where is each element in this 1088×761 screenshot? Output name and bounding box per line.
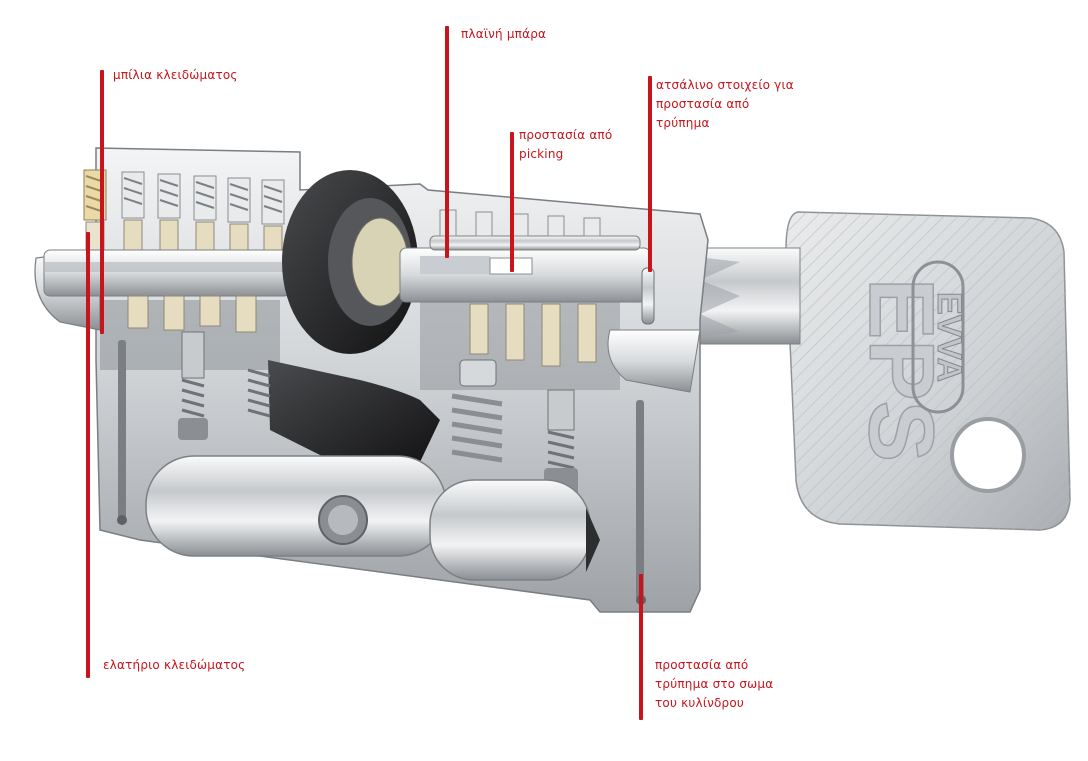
side-bar-part: [429, 235, 641, 251]
bottom-pins-left: [127, 295, 257, 333]
spring-assembly: [178, 331, 208, 440]
callout-line-anti-pick: [510, 132, 514, 272]
callout-line-side-bar: [445, 26, 449, 258]
key-brand-badge: EVVA: [930, 292, 968, 382]
steel-insert-part: [641, 267, 655, 325]
pin-row-right: [439, 209, 601, 237]
key-brand-vertical: EPS: [850, 278, 952, 462]
callout-line-body-protect: [639, 574, 643, 720]
body-groove-right: [636, 400, 644, 600]
key: EPS EVVA: [785, 211, 1071, 531]
callout-label-steel-insert: ατσάλινο στοιχείο για προστασία από τρύπ…: [656, 78, 794, 130]
cam-lever: [268, 360, 440, 470]
body-groove-left: [118, 340, 126, 520]
right-plug: [399, 247, 651, 303]
retainer-clip: [586, 508, 600, 572]
callout-label-side-bar: πλαϊνή μπάρα: [461, 27, 547, 41]
lower-locking-tube: [145, 455, 600, 581]
callout-label-anti-pick: προστασία από picking: [519, 128, 613, 161]
callout-label-lock-balls: μπίλια κλειδώματος: [113, 68, 238, 82]
bottom-pins-right: [469, 303, 597, 367]
callout-line-lock-balls: [100, 70, 104, 334]
left-plug: [43, 249, 291, 297]
callout-label-lock-spring: ελατήριο κλειδώματος: [103, 658, 246, 672]
callout-label-body-protect: προστασία από τρύπημα στο σωμα του κυλίν…: [655, 658, 774, 710]
callout-line-lock-spring: [86, 232, 90, 678]
key-brand-mark: EPS EVVA: [849, 260, 969, 463]
key-ring-hole-inner: [960, 427, 1016, 483]
cam-collar: [268, 170, 440, 470]
spring-assembly: [451, 359, 503, 463]
callout-line-steel-insert: [648, 76, 652, 272]
spring-assembly: [247, 368, 271, 418]
key-badge-outline: [911, 260, 965, 414]
right-end-cap: [607, 329, 701, 393]
